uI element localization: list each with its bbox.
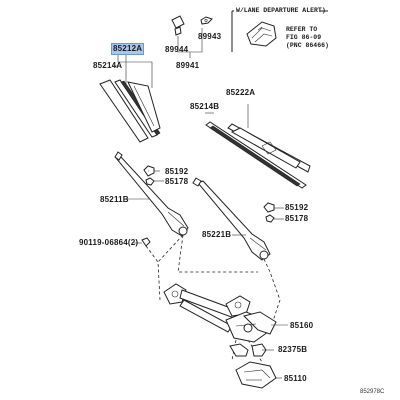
clip-89944-icon [171, 15, 185, 36]
part-label-85192-left[interactable]: 85192 [165, 167, 189, 176]
part-label-82375b[interactable]: 82375B [278, 345, 308, 354]
part-label-85214b[interactable]: 85214B [190, 102, 220, 111]
part-label-85178-left[interactable]: 85178 [165, 177, 189, 186]
left-blade-assembly [99, 54, 161, 143]
clip-89943-icon [200, 16, 213, 25]
part-label-90119-06864[interactable]: 90119-06864(2) [79, 238, 139, 247]
part-label-85221b[interactable]: 85221B [202, 230, 232, 239]
bolt-90119 [134, 237, 151, 247]
refer-note-line2: FIG 86-09 [286, 34, 322, 41]
right-blade-assembly [205, 104, 311, 189]
part-label-85110[interactable]: 85110 [284, 374, 307, 383]
motor-body-85110 [235, 361, 282, 389]
right-wiper-arm [192, 177, 271, 261]
part-label-89944[interactable]: 89944 [165, 45, 189, 54]
left-wiper-arm [114, 151, 189, 237]
wiper-linkage [163, 283, 251, 333]
lane-departure-box [231, 10, 328, 52]
right-nut-and-cap [263, 202, 284, 223]
part-label-85192-right[interactable]: 85192 [285, 203, 309, 212]
refer-note-line1: REFER TO [286, 26, 318, 33]
part-label-89943[interactable]: 89943 [198, 32, 222, 41]
lane-departure-note: W/LANE DEPARTURE ALERT) [236, 7, 326, 14]
leader-lines [148, 170, 288, 326]
part-label-85160[interactable]: 85160 [290, 321, 314, 330]
part-label-85222a[interactable]: 85222A [226, 88, 256, 97]
diagram-reference-code: 852978C [360, 389, 385, 395]
wiper-motor [225, 311, 277, 343]
left-nut-and-cap [143, 165, 164, 186]
part-label-85212a[interactable]: 85212A [110, 43, 145, 55]
part-label-85214a[interactable]: 85214A [93, 61, 123, 70]
part-label-85178-right[interactable]: 85178 [285, 214, 309, 223]
camera-unit-icon [246, 21, 277, 47]
part-label-85211b[interactable]: 85211B [100, 195, 129, 204]
connector-82375b [229, 343, 274, 357]
part-label-89941[interactable]: 89941 [176, 61, 200, 70]
refer-note-line3: (PNC 86466) [286, 42, 329, 49]
